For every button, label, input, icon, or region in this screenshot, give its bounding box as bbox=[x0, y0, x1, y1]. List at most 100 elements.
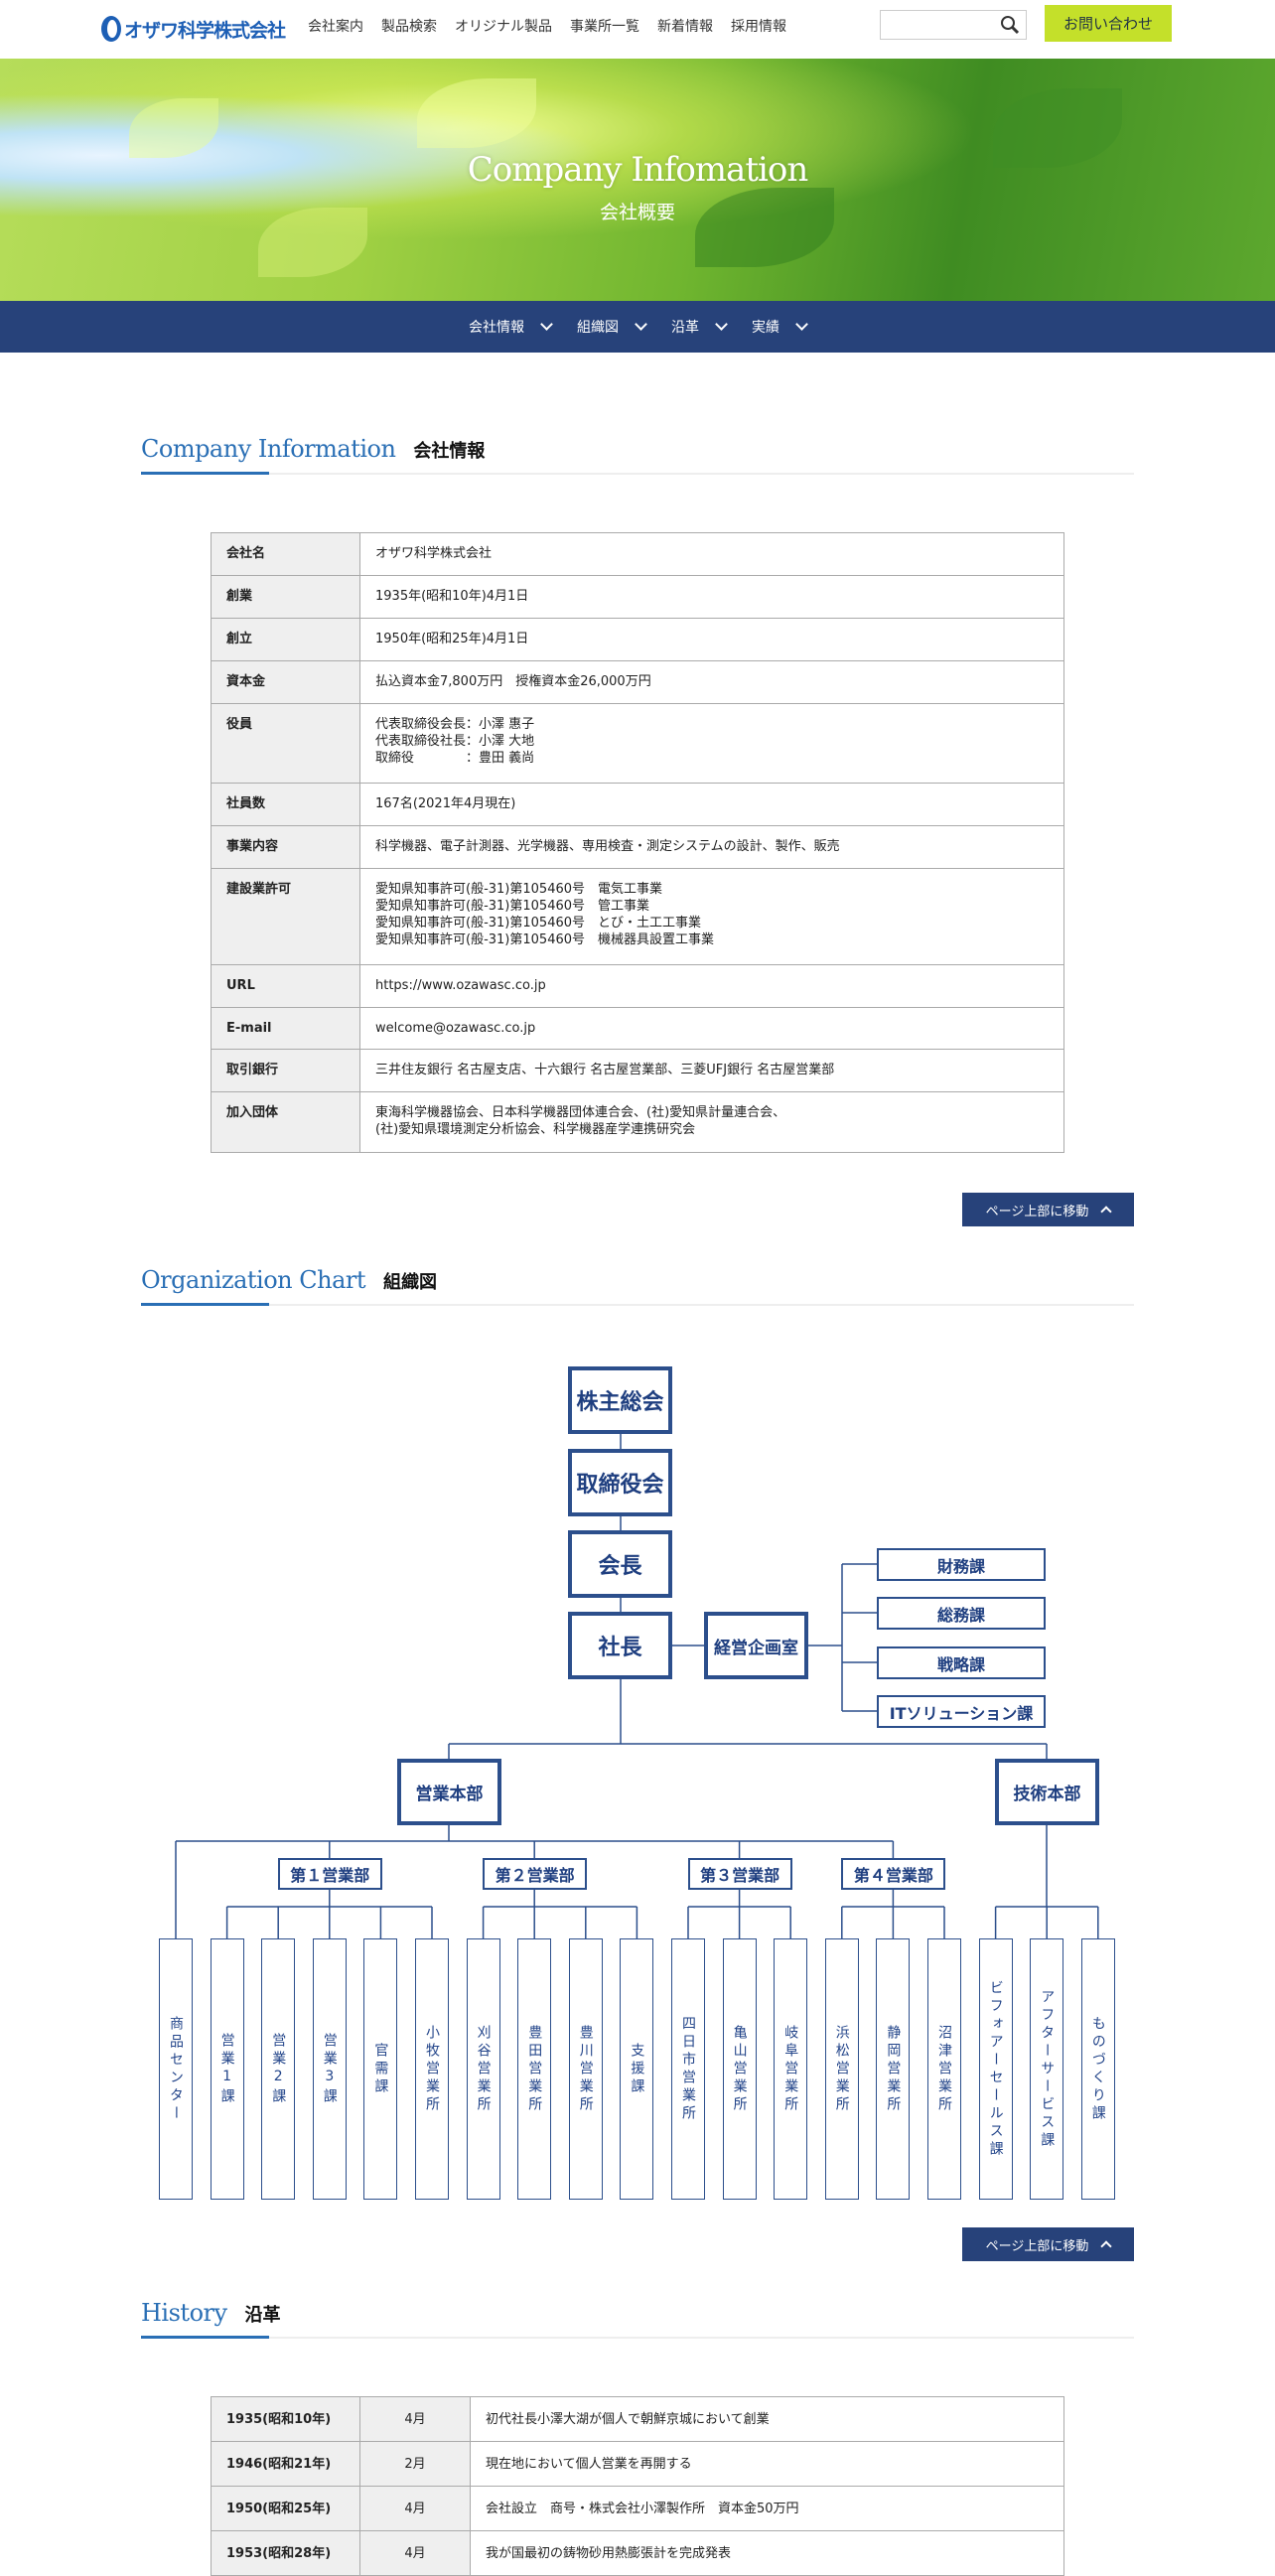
org-box-unit: 商品センター bbox=[159, 1938, 193, 2200]
info-value: 愛知県知事許可(般-31)第105460号 電気工事業 愛知県知事許可(般-31… bbox=[359, 868, 1064, 965]
info-label: 役員 bbox=[211, 703, 360, 784]
org-box-unit: 営業1課 bbox=[210, 1938, 244, 2200]
site-header: オザワ科学株式会社 会社案内 製品検索 オリジナル製品 事業所一覧 新着情報 採… bbox=[0, 0, 1275, 59]
contact-button[interactable]: お問い合わせ bbox=[1045, 5, 1172, 42]
leaf-decoration bbox=[417, 78, 536, 148]
history-event: 我が国最初の鋳物砂用熱膨張計を完成発表 bbox=[470, 2530, 1064, 2576]
section-heading-info: Company Information 会社情報 bbox=[141, 435, 1134, 475]
info-value: welcome@ozawasc.co.jp bbox=[359, 1007, 1064, 1050]
info-value: 1950年(昭和25年)4月1日 bbox=[359, 618, 1064, 661]
heading-ja: 組織図 bbox=[383, 1272, 438, 1293]
hero-banner: Company Infomation 会社概要 bbox=[0, 59, 1275, 301]
info-label: 建設業許可 bbox=[211, 868, 360, 965]
info-row: 建設業許可愛知県知事許可(般-31)第105460号 電気工事業 愛知県知事許可… bbox=[211, 868, 1064, 965]
org-box-unit: ものづくり課 bbox=[1080, 1938, 1115, 2200]
history-row: 1950(昭和25年)4月会社設立 商号・株式会社小澤製作所 資本金50万円 bbox=[211, 2486, 1064, 2531]
org-box-planning: 経営企画室 bbox=[704, 1612, 808, 1679]
info-row: 会社名オザワ科学株式会社 bbox=[211, 532, 1064, 576]
org-box-unit: 小牧営業所 bbox=[415, 1938, 449, 2200]
org-box-sales-dept: 第２営業部 bbox=[483, 1858, 588, 1890]
history-month: 2月 bbox=[359, 2441, 471, 2487]
page-top-label: ページ上部に移動 bbox=[985, 2238, 1089, 2254]
info-label: 資本金 bbox=[211, 660, 360, 704]
info-row: 資本金払込資本金7,800万円 授権資本金26,000万円 bbox=[211, 660, 1064, 704]
nav-news[interactable]: 新着情報 bbox=[657, 19, 713, 35]
org-box-unit: 岐阜営業所 bbox=[774, 1938, 808, 2200]
info-label: 事業内容 bbox=[211, 825, 360, 869]
info-label: URL bbox=[211, 964, 360, 1008]
info-label: 会社名 bbox=[211, 532, 360, 576]
history-row: 1946(昭和21年)2月現在地において個人営業を再開する bbox=[211, 2441, 1064, 2487]
section-nav-label: 実績 bbox=[752, 320, 779, 336]
history-row: 1953(昭和28年)4月我が国最初の鋳物砂用熱膨張計を完成発表 bbox=[211, 2530, 1064, 2576]
hero-title: Company Infomation bbox=[467, 150, 808, 190]
org-box-unit: 浜松営業所 bbox=[824, 1938, 859, 2200]
chevron-up-icon bbox=[1100, 1206, 1113, 1217]
info-value: https://www.ozawasc.co.jp bbox=[359, 964, 1064, 1008]
search-icon[interactable] bbox=[1000, 15, 1020, 35]
history-year: 1946(昭和21年) bbox=[211, 2441, 360, 2487]
heading-en: Organization Chart bbox=[141, 1266, 366, 1294]
info-label: E-mail bbox=[211, 1007, 360, 1050]
info-label: 取引銀行 bbox=[211, 1049, 360, 1092]
org-box-unit: 豊田営業所 bbox=[517, 1938, 552, 2200]
org-box-board: 取締役会 bbox=[568, 1449, 672, 1516]
info-value: 科学機器、電子計測器、光学機器、専用検査・測定システムの設計、製作、販売 bbox=[359, 825, 1064, 869]
org-box-unit: 豊川営業所 bbox=[568, 1938, 603, 2200]
info-value: 東海科学機器協会、日本科学機器団体連合会、(社)愛知県計量連合会、 (社)愛知県… bbox=[359, 1091, 1064, 1153]
org-box-unit: ビフォアーセールス課 bbox=[978, 1938, 1013, 2200]
nav-product-search[interactable]: 製品検索 bbox=[381, 19, 437, 35]
info-label: 社員数 bbox=[211, 783, 360, 826]
nav-company[interactable]: 会社案内 bbox=[308, 19, 363, 35]
nav-original-products[interactable]: オリジナル製品 bbox=[455, 19, 552, 35]
heading-ja: 会社情報 bbox=[413, 441, 486, 462]
page-top-button[interactable]: ページ上部に移動 bbox=[962, 1193, 1134, 1226]
heading-ja: 沿革 bbox=[244, 2305, 281, 2326]
org-box-unit: 四日市営業所 bbox=[671, 1938, 705, 2200]
org-box-sales-dept: 第４営業部 bbox=[841, 1858, 946, 1890]
section-nav-results[interactable]: 実績 bbox=[752, 317, 808, 337]
org-box-unit: アフターサービス課 bbox=[1030, 1938, 1064, 2200]
info-label: 創業 bbox=[211, 575, 360, 619]
history-event: 会社設立 商号・株式会社小澤製作所 資本金50万円 bbox=[470, 2486, 1064, 2531]
nav-offices[interactable]: 事業所一覧 bbox=[570, 19, 639, 35]
chevron-up-icon bbox=[1100, 2240, 1113, 2252]
hero-subtitle: 会社概要 bbox=[599, 202, 675, 223]
company-logo[interactable]: オザワ科学株式会社 bbox=[101, 14, 286, 44]
history-event: 初代社長小澤大湖が個人で朝鮮京城において創業 bbox=[470, 2396, 1064, 2442]
org-box-sales-dept: 第３営業部 bbox=[687, 1858, 792, 1890]
chevron-down-icon bbox=[795, 318, 808, 331]
info-row: 事業内容科学機器、電子計測器、光学機器、専用検査・測定システムの設計、製作、販売 bbox=[211, 825, 1064, 869]
info-value: 1935年(昭和10年)4月1日 bbox=[359, 575, 1064, 619]
history-month: 4月 bbox=[359, 2396, 471, 2442]
info-value: 代表取締役会長：小澤 惠子 代表取締役社長：小澤 大地 取締役 ：豊田 義尚 bbox=[359, 703, 1064, 784]
info-value: オザワ科学株式会社 bbox=[359, 532, 1064, 576]
info-label: 創立 bbox=[211, 618, 360, 661]
info-label: 加入団体 bbox=[211, 1091, 360, 1153]
org-box-unit: 沼津営業所 bbox=[927, 1938, 961, 2200]
org-box-unit: 営業3課 bbox=[312, 1938, 347, 2200]
section-nav-info[interactable]: 会社情報 bbox=[469, 317, 553, 337]
section-nav-org[interactable]: 組織図 bbox=[577, 317, 647, 337]
main-nav: 会社案内 製品検索 オリジナル製品 事業所一覧 新着情報 採用情報 bbox=[308, 16, 786, 36]
history-event: 現在地において個人営業を再開する bbox=[470, 2441, 1064, 2487]
nav-recruit[interactable]: 採用情報 bbox=[731, 19, 786, 35]
org-box-staff: 総務課 bbox=[877, 1597, 1046, 1630]
page-top-button[interactable]: ページ上部に移動 bbox=[962, 2227, 1134, 2261]
info-value: 払込資本金7,800万円 授権資本金26,000万円 bbox=[359, 660, 1064, 704]
history-month: 4月 bbox=[359, 2530, 471, 2576]
heading-en: Company Information bbox=[141, 435, 396, 463]
section-nav-history[interactable]: 沿革 bbox=[671, 317, 728, 337]
org-box-unit: 静岡営業所 bbox=[876, 1938, 911, 2200]
org-box-unit: 刈谷営業所 bbox=[466, 1938, 500, 2200]
info-value: 167名(2021年4月現在) bbox=[359, 783, 1064, 826]
search-input[interactable] bbox=[880, 10, 1027, 40]
section-nav-label: 会社情報 bbox=[469, 320, 524, 336]
